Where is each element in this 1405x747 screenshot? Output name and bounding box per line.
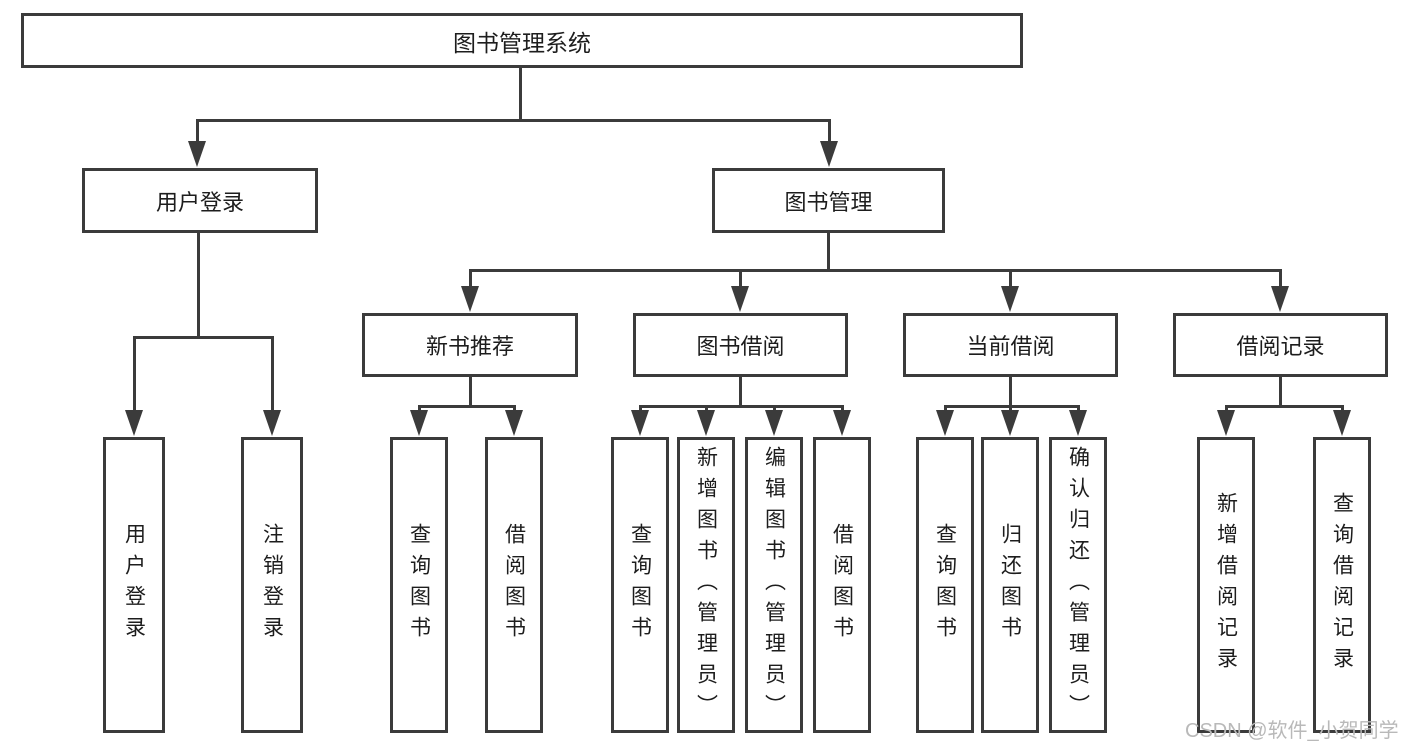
leaf-label: 确认归还（管理员） <box>1066 445 1090 725</box>
arrow-down-icon <box>765 410 783 436</box>
leaf-label: 查询借阅记录 <box>1330 492 1354 678</box>
leaf-logout: 注销登录 <box>241 437 303 733</box>
node-new-book-recommend: 新书推荐 <box>362 313 578 377</box>
leaf-query-books-current: 查询图书 <box>916 437 974 733</box>
leaf-label: 查询图书 <box>628 523 652 647</box>
edge-new-book-rail <box>417 405 516 408</box>
edge-to-leaf-user-login <box>132 336 136 414</box>
leaf-query-books-borrow: 查询图书 <box>611 437 669 733</box>
edge-to-user-login <box>195 119 199 145</box>
leaf-edit-books-admin: 编辑图书（管理员） <box>745 437 803 733</box>
edge-book-management-rail <box>468 269 1282 272</box>
arrow-down-icon <box>410 410 428 436</box>
leaf-user-login: 用户登录 <box>103 437 165 733</box>
leaf-query-books-recommend: 查询图书 <box>390 437 448 733</box>
arrow-down-icon <box>631 410 649 436</box>
edge-root-rail <box>195 119 831 122</box>
edge-borrow-records-rail <box>1224 405 1344 408</box>
csdn-watermark: CSDN @软件_小贺同学 <box>1185 720 1399 742</box>
edge-to-new-book-recommend <box>468 269 472 290</box>
node-user-login-label: 用户登录 <box>155 189 244 215</box>
arrow-down-icon <box>263 410 281 436</box>
node-user-login: 用户登录 <box>82 168 318 233</box>
edge-to-leaf <box>840 405 844 414</box>
arrow-down-icon <box>1001 286 1019 312</box>
arrow-down-icon <box>936 410 954 436</box>
edge-book-management-stem <box>826 233 830 271</box>
node-borrow-records: 借阅记录 <box>1173 313 1388 377</box>
arrow-down-icon <box>1001 410 1019 436</box>
edge-current-borrow-rail <box>943 405 1080 408</box>
edge-borrow-records-stem <box>1278 377 1282 407</box>
leaf-label: 归还图书 <box>998 523 1022 647</box>
edge-user-login-rail <box>132 336 274 339</box>
edge-to-leaf-logout <box>270 336 274 414</box>
leaf-label: 借阅图书 <box>502 523 526 647</box>
edge-to-leaf <box>1340 405 1344 414</box>
edge-root-stem <box>519 68 522 122</box>
leaf-label: 编辑图书（管理员） <box>762 445 786 725</box>
arrow-down-icon <box>833 410 851 436</box>
node-book-borrow: 图书借阅 <box>633 313 848 377</box>
leaf-query-borrow-record: 查询借阅记录 <box>1313 437 1371 733</box>
leaf-borrow-books-recommend: 借阅图书 <box>485 437 543 733</box>
node-book-management-label: 图书管理 <box>784 189 873 215</box>
node-new-book-recommend-label: 新书推荐 <box>425 334 514 359</box>
leaf-label: 新增借阅记录 <box>1214 492 1238 678</box>
leaf-return-books: 归还图书 <box>981 437 1039 733</box>
arrow-down-icon <box>1333 410 1351 436</box>
leaf-label: 新增图书（管理员） <box>694 445 718 725</box>
arrow-down-icon <box>1217 410 1235 436</box>
node-book-borrow-label: 图书借阅 <box>696 334 785 359</box>
leaf-label: 注销登录 <box>260 523 284 647</box>
node-root: 图书管理系统 <box>21 13 1023 68</box>
arrow-down-icon <box>731 286 749 312</box>
node-borrow-records-label: 借阅记录 <box>1236 334 1325 359</box>
node-current-borrow-label: 当前借阅 <box>966 334 1055 359</box>
edge-user-login-stem <box>196 233 200 338</box>
arrow-down-icon <box>820 141 838 167</box>
edge-to-leaf <box>1224 405 1228 414</box>
arrow-down-icon <box>125 410 143 436</box>
leaf-borrow-books: 借阅图书 <box>813 437 871 733</box>
edge-book-borrow-rail <box>638 405 844 408</box>
edge-to-current-borrow <box>1008 269 1012 290</box>
leaf-add-books-admin: 新增图书（管理员） <box>677 437 735 733</box>
leaf-label: 借阅图书 <box>830 523 854 647</box>
arrow-down-icon <box>461 286 479 312</box>
edge-current-borrow-stem <box>1008 377 1012 407</box>
arrow-down-icon <box>505 410 523 436</box>
node-book-management: 图书管理 <box>712 168 945 233</box>
node-root-label: 图书管理系统 <box>453 29 591 56</box>
arrow-down-icon <box>1069 410 1087 436</box>
leaf-add-borrow-record: 新增借阅记录 <box>1197 437 1255 733</box>
edge-to-leaf <box>1008 405 1012 414</box>
edge-to-leaf <box>1076 405 1080 414</box>
arrow-down-icon <box>188 141 206 167</box>
leaf-label: 用户登录 <box>122 523 146 647</box>
edge-to-borrow-records <box>1278 269 1282 290</box>
node-current-borrow: 当前借阅 <box>903 313 1118 377</box>
arrow-down-icon <box>697 410 715 436</box>
edge-to-leaf <box>772 405 776 414</box>
edge-to-book-management <box>827 119 831 145</box>
arrow-down-icon <box>1271 286 1289 312</box>
edge-book-borrow-stem <box>738 377 742 407</box>
edge-new-book-stem <box>468 377 472 407</box>
edge-to-leaf <box>512 405 516 414</box>
edge-to-book-borrow <box>738 269 742 290</box>
leaf-label: 查询图书 <box>933 523 957 647</box>
leaf-label: 查询图书 <box>407 523 431 647</box>
edge-to-leaf <box>417 405 421 414</box>
edge-to-leaf <box>943 405 947 414</box>
leaf-confirm-return-admin: 确认归还（管理员） <box>1049 437 1107 733</box>
edge-to-leaf <box>638 405 642 414</box>
edge-to-leaf <box>704 405 708 414</box>
